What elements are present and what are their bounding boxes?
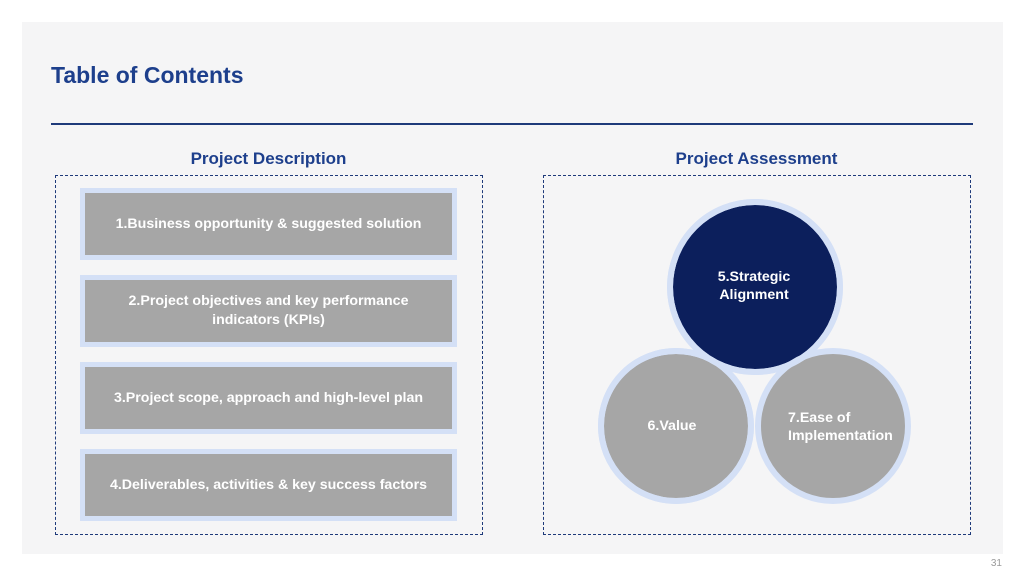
venn-label-strategic-alignment: 5.Strategic Alignment: [717, 269, 791, 303]
toc-item-project-scope[interactable]: 3.Project scope, approach and high-level…: [80, 362, 457, 434]
project-description-panel: [55, 175, 483, 535]
project-description-heading: Project Description: [190, 149, 347, 168]
venn-circle-ease[interactable]: [755, 348, 911, 504]
title-divider: [51, 123, 973, 125]
toc-item-label: 2.Project objectives and key performance…: [85, 280, 452, 342]
toc-item-project-objectives[interactable]: 2.Project objectives and key performance…: [80, 275, 457, 347]
venn-label-value: 6.Value: [647, 418, 697, 434]
toc-item-label: 3.Project scope, approach and high-level…: [85, 367, 452, 429]
toc-item-business-opportunity[interactable]: 1.Business opportunity & suggested solut…: [80, 188, 457, 260]
venn-label-ease-of-implementation: 7.Ease of Implementation: [788, 410, 893, 444]
assessment-venn-diagram: [598, 199, 911, 504]
project-assessment-heading: Project Assessment: [675, 149, 838, 168]
toc-item-label: 4.Deliverables, activities & key success…: [85, 454, 452, 516]
toc-item-label: 1.Business opportunity & suggested solut…: [85, 193, 452, 255]
page-title: Table of Contents: [51, 62, 244, 88]
project-assessment-panel: [543, 175, 971, 535]
page-number: 31: [990, 558, 1002, 569]
toc-item-deliverables[interactable]: 4.Deliverables, activities & key success…: [80, 449, 457, 521]
